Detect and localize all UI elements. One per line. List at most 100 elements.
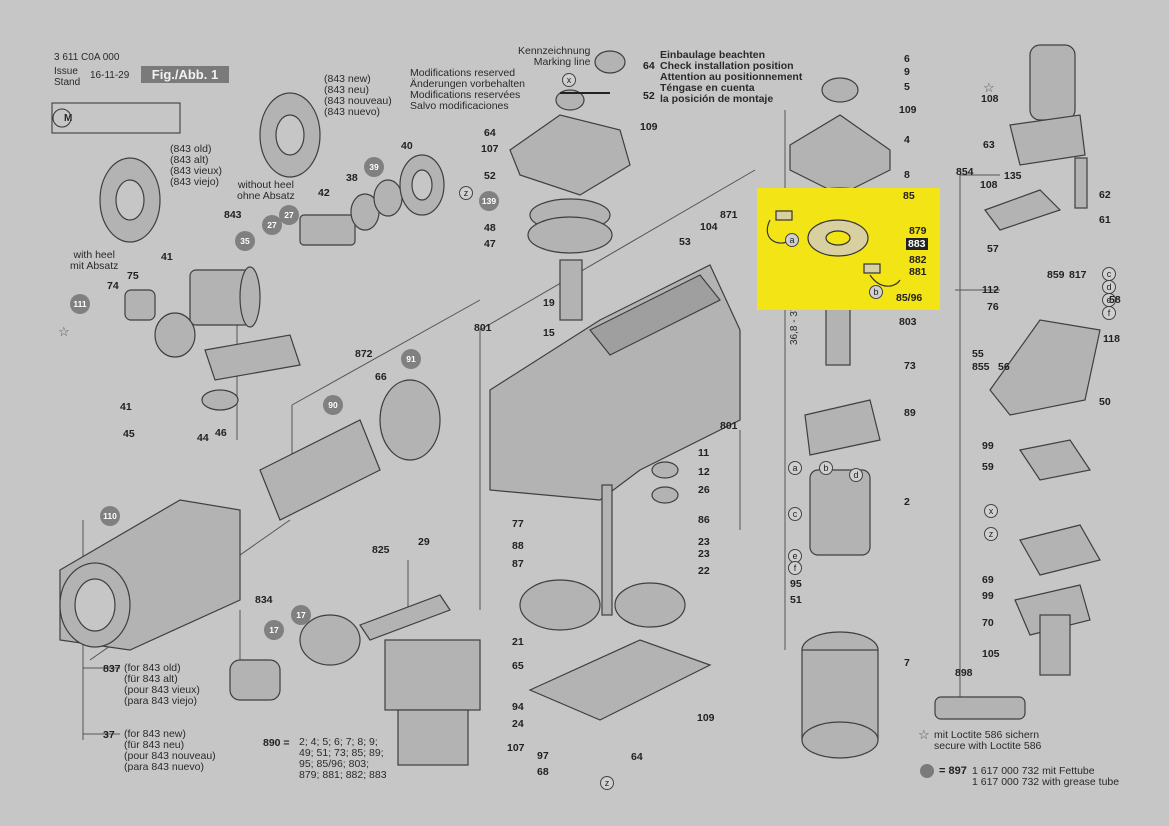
label-73: 73 bbox=[904, 360, 916, 372]
label-65: 65 bbox=[512, 660, 524, 672]
label-37: 37 bbox=[103, 729, 115, 741]
letter-c: c bbox=[1102, 267, 1116, 281]
figure-label: Fig./Abb. 1 bbox=[141, 66, 229, 83]
label-55: 55 bbox=[972, 348, 984, 360]
heel-843-old-note: (843 old) (843 alt) (843 vieux) (843 vie… bbox=[170, 143, 222, 188]
installation-note: Einbaulage beachten Check installation p… bbox=[660, 49, 803, 105]
label-22: 22 bbox=[698, 565, 710, 577]
label-801: 801 bbox=[474, 322, 492, 334]
label-75: 75 bbox=[127, 270, 139, 282]
label-108: 108 bbox=[980, 179, 998, 191]
label-883: 883 bbox=[906, 238, 928, 250]
circle-111: 111 bbox=[70, 294, 90, 314]
letter-a: a bbox=[788, 461, 802, 475]
note-37: (for 843 new) (für 843 neu) (pour 843 no… bbox=[124, 728, 216, 773]
label-855: 855 bbox=[972, 361, 990, 373]
heel-843-new-note: (843 new) (843 neu) (843 nouveau) (843 n… bbox=[324, 73, 392, 118]
label-56: 56 bbox=[998, 361, 1010, 373]
label-45: 45 bbox=[123, 428, 135, 440]
letter-b: b bbox=[869, 285, 883, 299]
label-11: 11 bbox=[698, 447, 710, 459]
letter-z: z bbox=[600, 776, 614, 790]
label-882: 882 bbox=[909, 254, 927, 266]
loctite-note: mit Loctite 586 sichern secure with Loct… bbox=[934, 729, 1042, 752]
letter-z: z bbox=[984, 527, 998, 541]
letter-z: z bbox=[459, 186, 473, 200]
letter-d: d bbox=[1102, 280, 1116, 294]
label-109: 109 bbox=[697, 712, 715, 724]
label-105: 105 bbox=[982, 648, 1000, 660]
marking-line-note: Kennzeichnung Marking line bbox=[518, 45, 591, 68]
label-69: 69 bbox=[982, 574, 994, 586]
grease-note: 1 617 000 732 mit Fettube 1 617 000 732 … bbox=[972, 765, 1120, 788]
label-41: 41 bbox=[120, 401, 132, 413]
label-97: 97 bbox=[537, 750, 549, 762]
grease-dot-icon bbox=[920, 764, 934, 778]
label-118: 118 bbox=[1103, 333, 1120, 345]
letter-e: e bbox=[1102, 293, 1116, 307]
circle-17: 17 bbox=[291, 605, 311, 625]
label-64: 64 bbox=[631, 751, 643, 763]
label-837: 837 bbox=[103, 663, 121, 675]
label-51: 51 bbox=[790, 594, 802, 606]
issue-label: Issue Stand bbox=[54, 66, 81, 88]
note-890-list: 2; 4; 5; 6; 7; 8; 9; 49; 51; 73; 85; 89;… bbox=[299, 736, 387, 781]
label-112: 112 bbox=[982, 284, 999, 296]
label-87: 87 bbox=[512, 558, 524, 570]
label-53: 53 bbox=[679, 236, 691, 248]
label-854: 854 bbox=[956, 166, 974, 178]
label-109: 109 bbox=[899, 104, 917, 116]
letter-d: d bbox=[849, 468, 863, 482]
label-104: 104 bbox=[700, 221, 718, 233]
circle-27: 27 bbox=[262, 215, 282, 235]
label-59: 59 bbox=[982, 461, 994, 473]
label-62: 62 bbox=[1099, 189, 1111, 201]
star-icon: ☆ bbox=[983, 80, 995, 95]
letter-x: x bbox=[984, 504, 998, 518]
label-66: 66 bbox=[375, 371, 387, 383]
star-icon: ☆ bbox=[58, 324, 70, 339]
label-2: 2 bbox=[904, 496, 910, 508]
label-44: 44 bbox=[197, 432, 209, 444]
circle-110: 110 bbox=[100, 506, 120, 526]
label-879: 879 bbox=[909, 225, 927, 237]
label-23: 23 bbox=[698, 536, 710, 548]
motor-icon: M bbox=[64, 113, 73, 124]
label-872: 872 bbox=[355, 348, 373, 360]
letter-c: c bbox=[788, 507, 802, 521]
label-843: 843 bbox=[224, 209, 242, 221]
label-107: 107 bbox=[507, 742, 525, 754]
letter-x: x bbox=[562, 73, 576, 87]
circle-27: 27 bbox=[279, 205, 299, 225]
label-77: 77 bbox=[512, 518, 524, 530]
letter-f: f bbox=[1102, 306, 1116, 320]
circle-90: 90 bbox=[323, 395, 343, 415]
label-46: 46 bbox=[215, 427, 227, 439]
label-8: 8 bbox=[904, 169, 910, 181]
label-871: 871 bbox=[720, 209, 738, 221]
label-7: 7 bbox=[904, 657, 910, 669]
label-85-96: 85/96 bbox=[896, 292, 923, 304]
label-23: 23 bbox=[698, 548, 710, 560]
label-26: 26 bbox=[698, 484, 710, 496]
without-heel-note: without heel ohne Absatz bbox=[237, 179, 295, 202]
label-859: 859 bbox=[1047, 269, 1065, 281]
label-70: 70 bbox=[982, 617, 994, 629]
label-76: 76 bbox=[987, 301, 999, 313]
label-42: 42 bbox=[318, 187, 330, 199]
label-64: 64 bbox=[643, 60, 655, 72]
circle-139: 139 bbox=[479, 191, 499, 211]
label-107: 107 bbox=[481, 143, 499, 155]
label-21: 21 bbox=[512, 636, 524, 648]
label-41: 41 bbox=[161, 251, 173, 263]
label-61: 61 bbox=[1099, 214, 1111, 226]
label-99: 99 bbox=[982, 590, 994, 602]
label-15: 15 bbox=[543, 327, 555, 339]
star-icon: ☆ bbox=[918, 727, 930, 742]
label-47: 47 bbox=[484, 238, 496, 250]
document-number: 3 611 C0A 000 bbox=[54, 52, 120, 63]
label-50: 50 bbox=[1099, 396, 1111, 408]
label-58: 58 bbox=[1109, 294, 1121, 306]
